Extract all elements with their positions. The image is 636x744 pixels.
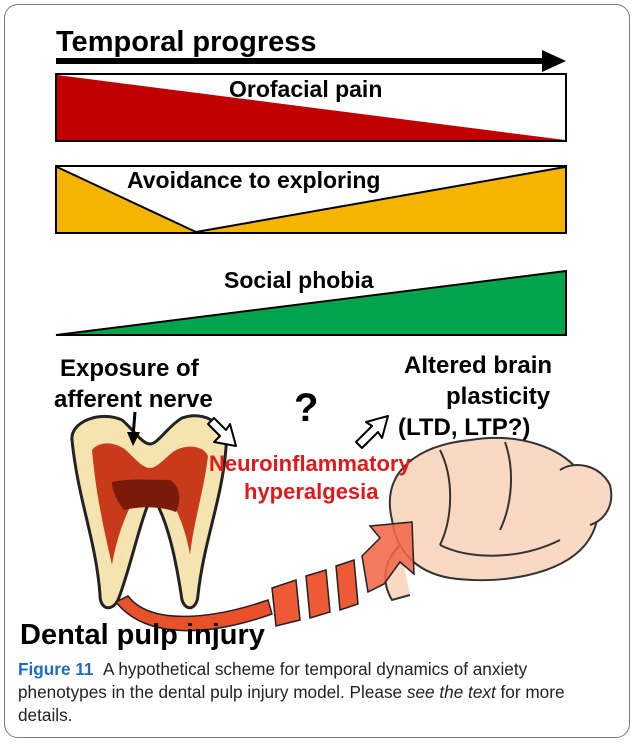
neuroinflammatory-label-line2: hyperalgesia bbox=[244, 479, 379, 504]
band-avoidance-to-exploring: Avoidance to exploring bbox=[56, 166, 566, 233]
band-social-phobia: Social phobia bbox=[56, 267, 566, 335]
injury-signal-arrow bbox=[116, 522, 414, 631]
altered-brain-label-line2: plasticity bbox=[446, 383, 551, 410]
band-label-orofacial-pain: Orofacial pain bbox=[229, 76, 382, 102]
diagram: Temporal progress Orofacial pain Avoidan… bbox=[0, 0, 636, 655]
tooth-icon bbox=[72, 416, 226, 608]
exposure-label-line2: afferent nerve bbox=[54, 386, 213, 413]
altered-brain-label-line3: (LTD, LTP?) bbox=[398, 414, 530, 441]
temporal-progress-title: Temporal progress bbox=[56, 26, 317, 58]
exposure-label-line1: Exposure of bbox=[60, 355, 200, 382]
question-mark: ? bbox=[294, 386, 318, 430]
neuroinflammatory-label-line1: Neuroinflammatory bbox=[209, 451, 411, 476]
band-label-social-phobia: Social phobia bbox=[224, 267, 374, 293]
altered-brain-label-line1: Altered brain bbox=[404, 352, 552, 379]
hollow-arrow-to-brain-icon bbox=[356, 416, 388, 448]
brain-illustration bbox=[385, 438, 611, 600]
dental-pulp-injury-label: Dental pulp injury bbox=[20, 619, 265, 651]
caption-figure-label: Figure 11 bbox=[18, 659, 93, 679]
band-orofacial-pain: Orofacial pain bbox=[56, 74, 566, 141]
caption-italic: see the text bbox=[407, 682, 496, 702]
figure-caption: Figure 11 A hypothetical scheme for temp… bbox=[18, 658, 618, 727]
band-label-avoidance: Avoidance to exploring bbox=[127, 167, 380, 193]
